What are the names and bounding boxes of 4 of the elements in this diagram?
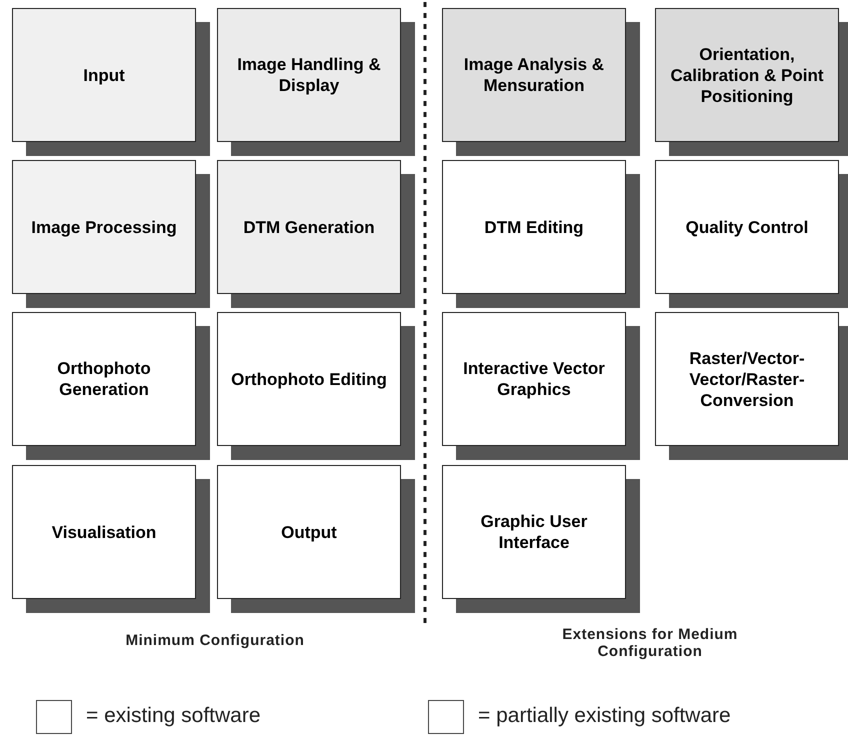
section-caption: Extensions for Medium Configuration — [561, 626, 739, 660]
section-caption: Minimum Configuration — [124, 632, 306, 649]
legend-text: = partially existing software — [478, 704, 731, 728]
legend-text: = existing software — [86, 704, 261, 728]
